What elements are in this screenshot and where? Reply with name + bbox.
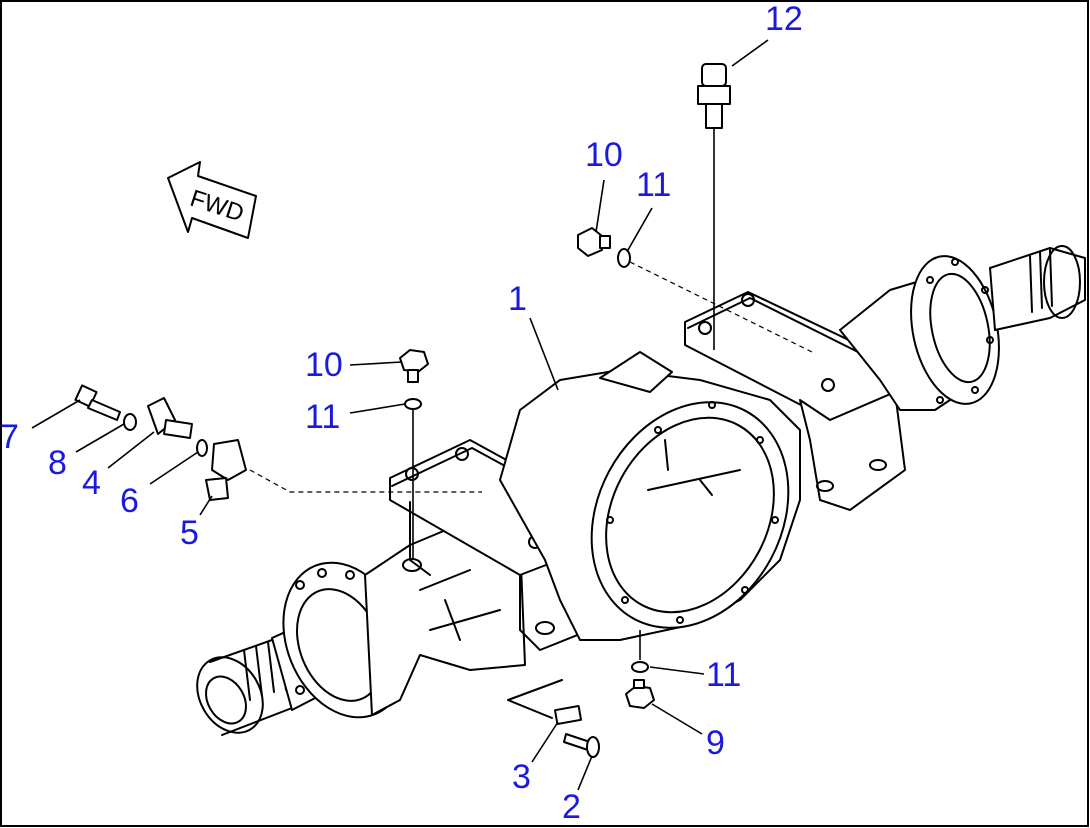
right-mount-pad [684,291,906,511]
part-10-plug-middle [399,349,429,383]
callout-labels: 12 10 11 1 10 11 7 8 4 6 5 11 9 3 2 [0,0,803,826]
callout-5: 5 [180,514,199,552]
callout-11-upper: 11 [636,166,671,204]
callout-9: 9 [706,724,725,762]
part-3-plate [507,679,583,725]
callout-7: 7 [0,418,19,456]
callout-11-lower: 11 [706,656,741,694]
part-7-bolt [74,384,121,421]
dashed-path-left [249,469,482,493]
right-shaft [989,245,1086,331]
leader-lines [31,39,769,791]
part-11-oring-upper [617,248,631,268]
axle-housing [196,245,1086,736]
dashed-path-upper [629,261,813,353]
part-6-oring [196,439,208,457]
part-4-pin [147,397,193,439]
callout-1: 1 [508,280,527,318]
callout-6: 6 [120,482,139,520]
fwd-arrow: FWD [167,161,257,239]
center-body [499,351,801,641]
part-11-oring-lower [631,661,649,673]
part-2-rivet [563,733,600,758]
part-9-plug [625,679,655,709]
callout-2: 2 [562,788,581,826]
callout-3: 3 [512,758,531,796]
part-8-washer [123,413,137,431]
callout-10-middle: 10 [305,346,343,384]
callout-11-middle: 11 [305,398,340,436]
part-5-bracket [205,439,247,501]
part-12-breather [697,63,731,350]
callout-8: 8 [48,444,67,482]
part-11-oring-middle [404,398,422,410]
callout-4: 4 [82,464,101,502]
callout-10-upper: 10 [585,136,623,174]
part-10-plug-upper [577,227,611,257]
callout-12: 12 [765,0,803,38]
